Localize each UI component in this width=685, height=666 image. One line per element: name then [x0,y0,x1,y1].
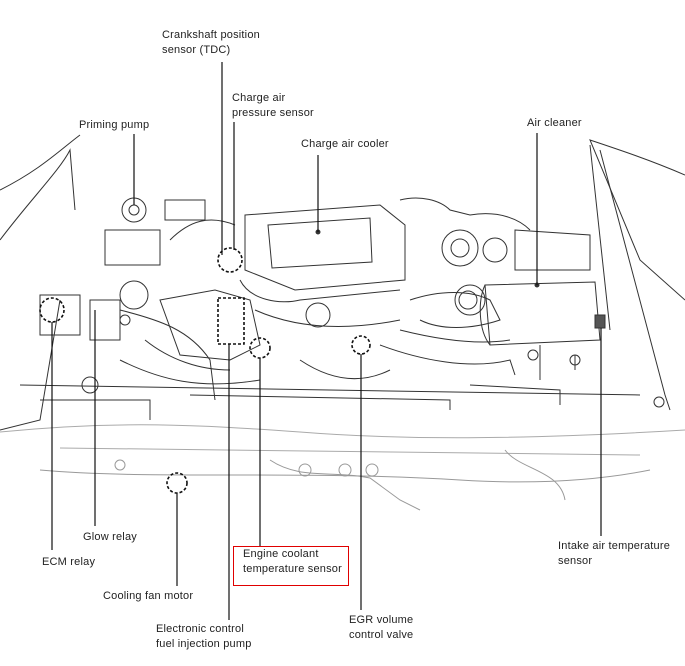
air-cleaner-drawing [484,281,601,346]
cooling-fan-motor-marker [166,472,188,494]
label-line: control valve [349,629,414,641]
label-line: temperature sensor [243,563,342,575]
label-line: Cooling fan motor [103,590,194,602]
charge-air-cooler-drawing [244,204,406,291]
label-line: Priming pump [79,119,150,131]
label-line: Engine coolant [243,548,319,560]
left-fender [0,134,81,191]
label-line: fuel injection pump [156,638,252,650]
label-line: Intake air temperature [558,540,671,552]
label-line: pressure sensor [232,107,314,119]
label-line: ECM relay [42,556,96,568]
label-fuel-injection-pump: Electronic control fuel injection pump [156,622,252,652]
label-charge-air-cooler: Charge air cooler [301,137,389,152]
right-fender [589,139,685,301]
label-egr-volume-control-valve: EGR volume control valve [349,613,413,643]
label-ecm-relay: ECM relay [42,555,95,570]
label-air-cleaner: Air cleaner [527,116,582,131]
label-line: sensor [558,555,593,567]
label-crankshaft-position-sensor: Crankshaft position sensor (TDC) [162,28,260,58]
label-line: Glow relay [83,531,137,543]
label-line: EGR volume [349,614,414,626]
label-line: sensor (TDC) [162,44,231,56]
label-line: Crankshaft position [162,29,260,41]
label-charge-air-pressure-sensor: Charge air pressure sensor [232,91,314,121]
fuel-injection-pump-marker [217,297,245,345]
label-line: Charge air cooler [301,138,389,150]
label-line: Electronic control [156,623,244,635]
label-priming-pump: Priming pump [79,118,149,133]
label-engine-coolant-temperature-sensor: Engine coolant temperature sensor [243,547,342,577]
label-intake-air-temperature-sensor: Intake air temperature sensor [558,539,670,569]
label-line: Air cleaner [527,117,582,129]
highlight-box [233,546,349,586]
egr-valve-marker [351,335,371,355]
ecm-relay-marker [39,297,65,323]
label-glow-relay: Glow relay [83,530,137,545]
label-cooling-fan-motor: Cooling fan motor [103,589,193,604]
crankshaft-sensor-marker [217,247,243,273]
label-line: Charge air [232,92,286,104]
